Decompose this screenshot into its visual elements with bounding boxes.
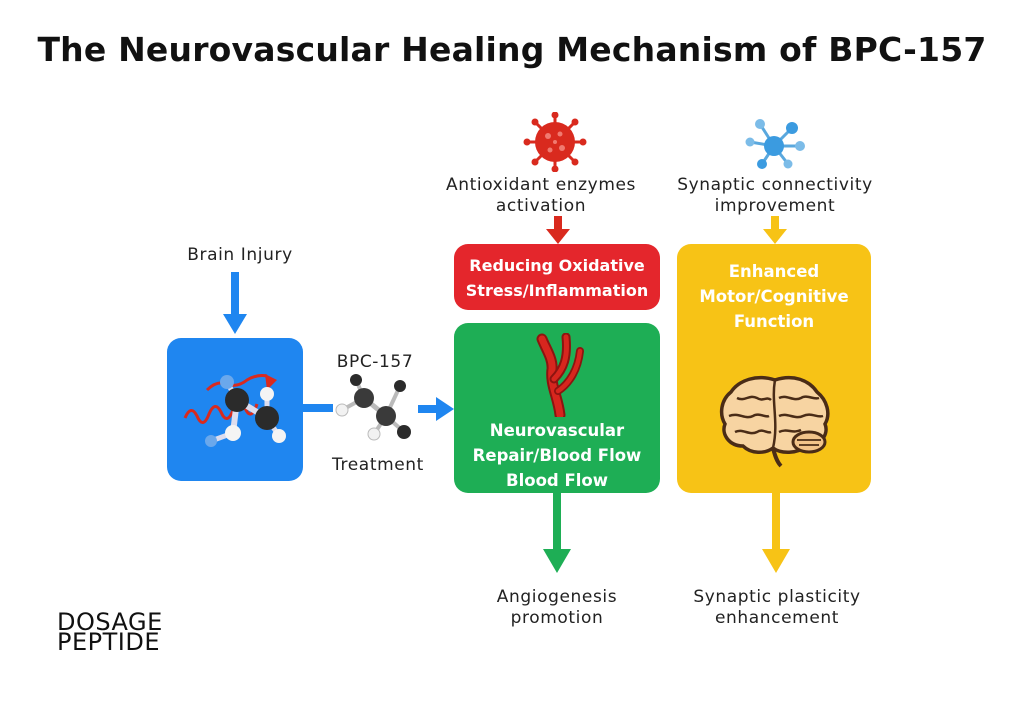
- antioxidant-line1: Antioxidant enzymes: [446, 175, 636, 195]
- connector-line: [303, 404, 333, 412]
- motor-line2: Motor/Cognitive: [699, 287, 849, 306]
- arrow-down-icon: [223, 272, 247, 334]
- brain-injury-box: [167, 338, 303, 481]
- antioxidant-label: Antioxidant enzymes activation: [420, 175, 662, 217]
- arrow-down-icon: [762, 493, 790, 573]
- plasticity-line2: enhancement: [714, 608, 840, 628]
- dosage-peptide-logo: DOSAGE PEPTIDE: [57, 608, 217, 656]
- arrow-down-icon: [763, 216, 787, 244]
- oxidative-line2: Stress/Inflammation: [465, 281, 649, 300]
- plasticity-line1: Synaptic plasticity: [693, 587, 861, 607]
- virus-icon: [523, 112, 587, 172]
- page-title: The Neurovascular Healing Mechanism of B…: [37, 30, 987, 69]
- blood-vessel-icon: [536, 333, 584, 417]
- arrow-down-icon: [546, 216, 570, 244]
- antioxidant-line2: activation: [495, 196, 587, 216]
- synaptic-conn-line2: improvement: [714, 196, 836, 216]
- neurovascular-repair-box: Neurovascular Repair/Blood Flow Blood Fl…: [454, 323, 660, 493]
- treatment-label: Treatment: [332, 455, 424, 475]
- logo-line1: DOSAGE: [57, 608, 163, 636]
- repair-line2: Repair/Blood Flow: [472, 446, 642, 465]
- repair-line1: Neurovascular: [489, 421, 625, 440]
- arrow-right-icon: [418, 397, 454, 421]
- oxidative-stress-box: Reducing Oxidative Stress/Inflammation: [454, 244, 660, 310]
- repair-line3: Blood Flow: [506, 471, 608, 490]
- brain-icon: [719, 375, 830, 468]
- motor-cognitive-box: Enhanced Motor/Cognitive Function: [677, 244, 871, 493]
- angiogenesis-line1: Angiogenesis: [496, 587, 618, 607]
- synaptic-connectivity-label: Synaptic connectivity improvement: [660, 175, 890, 217]
- synaptic-plasticity-label: Synaptic plasticity enhancement: [652, 587, 902, 629]
- network-icon: [745, 119, 805, 169]
- bpc157-label: BPC-157: [336, 352, 414, 372]
- brain-injury-label: Brain Injury: [187, 245, 293, 265]
- synaptic-conn-line1: Synaptic connectivity: [677, 175, 873, 195]
- logo-line2: PEPTIDE: [57, 628, 160, 656]
- oxidative-line1: Reducing Oxidative: [469, 256, 645, 275]
- molecule-icon: [335, 374, 411, 441]
- damaged-molecule-icon: [183, 374, 286, 447]
- motor-line3: Function: [733, 312, 815, 331]
- motor-line1: Enhanced: [728, 262, 820, 281]
- angiogenesis-line2: promotion: [510, 608, 604, 628]
- arrow-down-icon: [543, 493, 571, 573]
- angiogenesis-label: Angiogenesis promotion: [440, 587, 674, 629]
